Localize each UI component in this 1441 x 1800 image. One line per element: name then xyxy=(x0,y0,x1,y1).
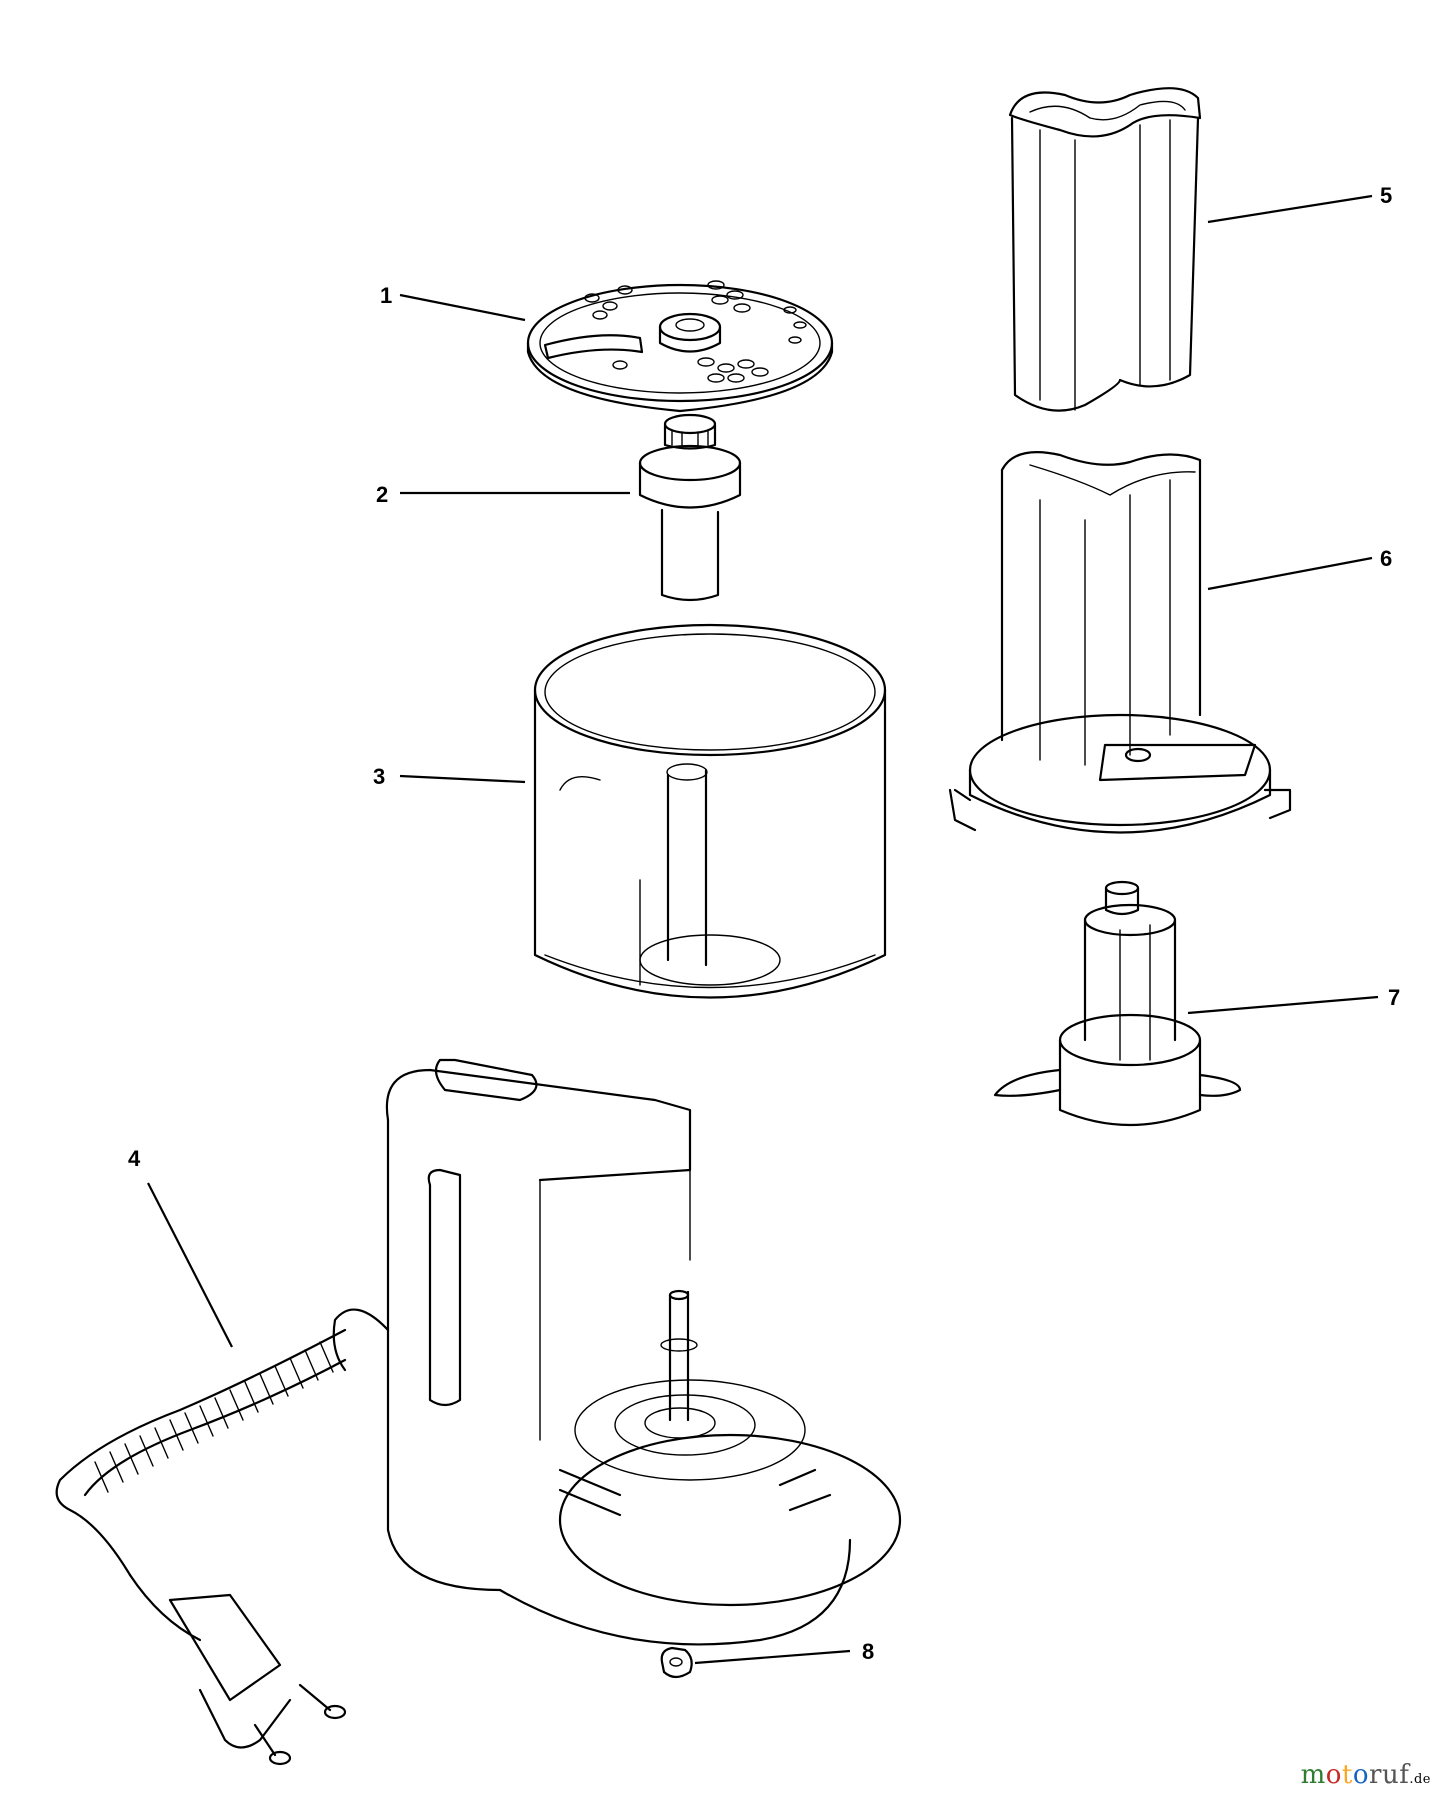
watermark-letter: r xyxy=(1369,1760,1382,1790)
part-5-pusher xyxy=(1008,87,1202,412)
leader-7 xyxy=(1187,995,1379,1015)
leader-4 xyxy=(147,1182,233,1348)
part-2-drive-adaptor xyxy=(638,413,742,602)
callout-7: 7 xyxy=(1388,985,1400,1010)
part-1-grating-disc xyxy=(526,280,834,413)
leader-6 xyxy=(1207,556,1373,591)
callout-2: 2 xyxy=(376,482,388,507)
watermark-letter: t xyxy=(1341,1760,1353,1790)
callout-4: 4 xyxy=(128,1146,141,1171)
watermark-letter: u xyxy=(1381,1760,1400,1790)
callout-6: 6 xyxy=(1380,546,1392,571)
part-4-motor-base xyxy=(55,1058,902,1766)
callout-1: 1 xyxy=(380,283,392,308)
watermark-brand: motoruf xyxy=(1301,1760,1410,1790)
leader-5 xyxy=(1207,194,1373,224)
part-8-foot xyxy=(660,1646,693,1679)
callout-8: 8 xyxy=(862,1639,874,1664)
callout-5: 5 xyxy=(1380,183,1392,208)
leader-1 xyxy=(399,293,526,322)
watermark-logo: motoruf.de xyxy=(1301,1760,1431,1790)
part-3-bowl xyxy=(533,623,887,999)
watermark-letter: o xyxy=(1325,1760,1342,1790)
part-7-blade xyxy=(993,880,1242,1127)
part-6-lid xyxy=(948,451,1292,834)
callout-3: 3 xyxy=(373,764,385,789)
leader-lines xyxy=(147,194,1379,1665)
leader-3 xyxy=(399,774,526,784)
watermark-letter: m xyxy=(1300,1760,1326,1790)
watermark-letter: f xyxy=(1399,1760,1410,1790)
leader-8 xyxy=(694,1649,851,1665)
watermark-letter: o xyxy=(1352,1760,1370,1790)
watermark-tld: .de xyxy=(1409,1772,1431,1787)
callouts: 1 2 3 4 5 6 7 8 xyxy=(128,183,1400,1664)
